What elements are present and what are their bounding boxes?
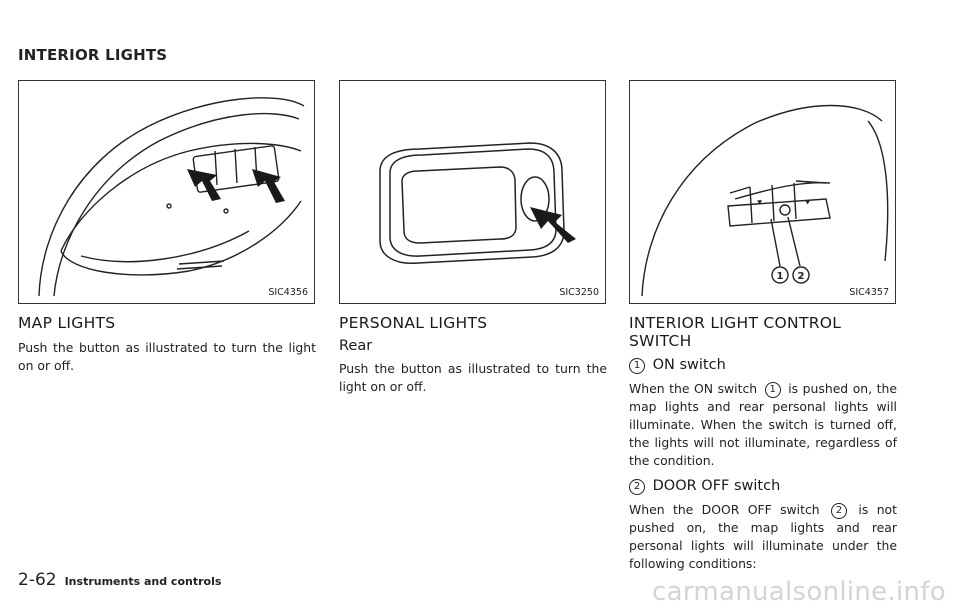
heading-light-control-switch: INTERIOR LIGHT CONTROL SWITCH (629, 314, 842, 350)
page-number: 2-62 (18, 570, 57, 590)
door-off-switch-text: When the DOOR OFF switch 2 is not pushed… (629, 501, 897, 573)
svg-text:2: 2 (798, 271, 805, 282)
marker-1-inline-icon: 1 (764, 382, 781, 398)
svg-text:⯆: ⯆ (756, 199, 763, 209)
column-map-lights: MAP LIGHTS Push the button as illustrate… (18, 314, 316, 375)
watermark: carmanualsonline.info (651, 577, 946, 607)
svg-text:⯆: ⯆ (804, 199, 811, 209)
door-off-switch-label: DOOR OFF switch (652, 478, 781, 494)
column-personal-lights: PERSONAL LIGHTS Rear Push the button as … (339, 314, 607, 396)
door-off-text-b: is not pushed on, the map lights and rea… (629, 502, 897, 571)
on-switch-label: ON switch (652, 357, 726, 373)
figure-code: SIC4356 (268, 287, 308, 298)
column-light-control-switch: INTERIOR LIGHT CONTROL SWITCH 1 ON switc… (629, 314, 897, 573)
heading-personal-lights: PERSONAL LIGHTS (339, 314, 488, 332)
personal-light-illustration (379, 142, 576, 264)
marker-2-icon: 2 (629, 479, 645, 495)
figure-map-lights: SIC4356 (18, 80, 315, 304)
on-switch-text-a: When the ON switch (629, 381, 758, 396)
heading-map-lights: MAP LIGHTS (18, 314, 116, 332)
figure-interior-light-switch: ⯆ ⯆ 1 2 SIC4357 (629, 80, 896, 304)
page-footer: 2-62 Instruments and controls (18, 570, 221, 590)
marker-2-inline-icon: 2 (831, 503, 848, 519)
subheading-door-off-switch: 2 DOOR OFF switch (629, 478, 897, 495)
subheading-on-switch: 1 ON switch (629, 357, 897, 374)
footer-title: Instruments and controls (64, 575, 222, 588)
marker-1-icon: 1 (629, 358, 645, 374)
personal-lights-text: Push the button as illustrated to turn t… (339, 361, 607, 394)
figure-code: SIC4357 (849, 287, 889, 298)
light-switch-illustration: ⯆ ⯆ 1 2 (641, 104, 889, 297)
on-switch-text-b: is pushed on, the map lights and rear pe… (629, 381, 897, 468)
map-lights-text: Push the button as illustrated to turn t… (18, 340, 316, 373)
figure-code: SIC3250 (559, 287, 599, 298)
subheading-rear: Rear (339, 338, 373, 354)
section-header: INTERIOR LIGHTS (18, 46, 168, 64)
map-lights-illustration (38, 97, 305, 297)
door-off-text-a: When the DOOR OFF switch (629, 502, 820, 517)
svg-text:1: 1 (777, 271, 784, 282)
on-switch-text: When the ON switch 1 is pushed on, the m… (629, 380, 897, 470)
figure-personal-lights: SIC3250 (339, 80, 606, 304)
